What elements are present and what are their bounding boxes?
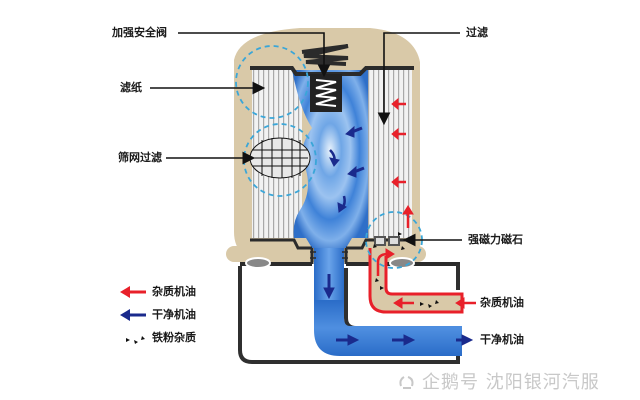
relief-valve-leader bbox=[178, 32, 331, 78]
red-arrow-left-icon bbox=[120, 286, 146, 298]
blue-arrow-left-icon bbox=[120, 309, 146, 321]
label-filtering: 过滤 bbox=[466, 26, 488, 39]
dirty-oil-flow-arrows bbox=[376, 97, 476, 309]
label-clean-oil-outlet: 干净机油 bbox=[480, 333, 524, 346]
legend-item-clean-oil: 干净机油 bbox=[152, 308, 196, 321]
relief-valve bbox=[301, 44, 349, 112]
label-screen-filter: 筛网过滤 bbox=[118, 151, 162, 164]
legend-graphics bbox=[120, 286, 146, 344]
label-relief-valve: 加强安全阀 bbox=[112, 26, 167, 39]
filtering-leader bbox=[377, 32, 460, 126]
label-dirty-oil-inlet: 杂质机油 bbox=[480, 296, 524, 309]
legend-item-dirty-oil: 杂质机油 bbox=[152, 285, 196, 298]
legend-item-iron-particles: 铁粉杂质 bbox=[152, 331, 196, 344]
mounting-base bbox=[240, 257, 460, 269]
penguin-logo-icon bbox=[399, 376, 414, 389]
callout-lines bbox=[150, 32, 462, 247]
clean-oil-flow-arrows bbox=[323, 125, 474, 346]
watermark: 企鹅号 沈阳银河汽服 bbox=[398, 368, 600, 394]
iron-particles-icon bbox=[126, 336, 145, 344]
label-magnet: 强磁力磁石 bbox=[468, 233, 523, 246]
watermark-text: 企鹅号 沈阳银河汽服 bbox=[422, 372, 600, 393]
iron-particles bbox=[373, 232, 439, 308]
magnet bbox=[374, 236, 400, 246]
label-filter-paper: 滤纸 bbox=[120, 81, 142, 94]
screen-mesh bbox=[249, 137, 311, 179]
filter-paper-right bbox=[368, 70, 412, 238]
